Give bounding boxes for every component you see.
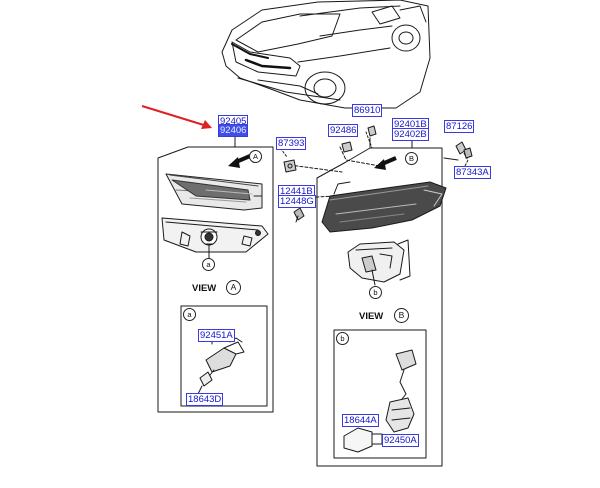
part-tag-87393[interactable]: 87393 <box>276 137 307 150</box>
detail-a-callout: a <box>202 258 215 271</box>
view-a-label: VIEW <box>192 283 217 294</box>
detail-b-callout: b <box>369 286 382 299</box>
part-tag-86910[interactable]: 86910 <box>352 104 383 117</box>
part-tag-87343a[interactable]: 87343A <box>454 166 491 179</box>
view-a-marker: A <box>249 150 262 163</box>
view-b-marker: B <box>405 152 418 165</box>
outer-lamp-rear-view <box>347 239 411 286</box>
view-arrow-a <box>228 154 251 168</box>
detail-a-box-marker: a <box>183 308 196 321</box>
part-tag-92402b[interactable]: 92402B <box>392 128 429 141</box>
part-tag-87126[interactable]: 87126 <box>444 120 475 133</box>
view-b-label-marker: B <box>394 308 409 323</box>
part-tag-12448g[interactable]: 12448G <box>278 195 316 208</box>
inner-tail-lamp <box>165 173 263 211</box>
outer-tail-lamp <box>321 181 447 233</box>
part-tag-92450a[interactable]: 92450A <box>382 434 419 447</box>
part-tag-18643d[interactable]: 18643D <box>186 393 224 406</box>
part-tag-92486[interactable]: 92486 <box>328 124 359 137</box>
part-tag-92451a[interactable]: 92451A <box>198 329 235 342</box>
view-arrow-b <box>374 156 397 170</box>
view-b-label: VIEW <box>359 311 384 322</box>
part-tag-92406[interactable]: 92406 <box>218 124 249 137</box>
inner-lamp-rear-view <box>161 217 269 259</box>
view-a-label-marker: A <box>226 280 241 295</box>
pointer-arrow <box>141 105 212 129</box>
fasteners <box>283 125 473 223</box>
detail-box-a <box>180 305 268 407</box>
part-tag-18644a[interactable]: 18644A <box>342 414 379 427</box>
detail-b-box-marker: b <box>336 332 349 345</box>
vehicle-illustration <box>221 0 431 109</box>
